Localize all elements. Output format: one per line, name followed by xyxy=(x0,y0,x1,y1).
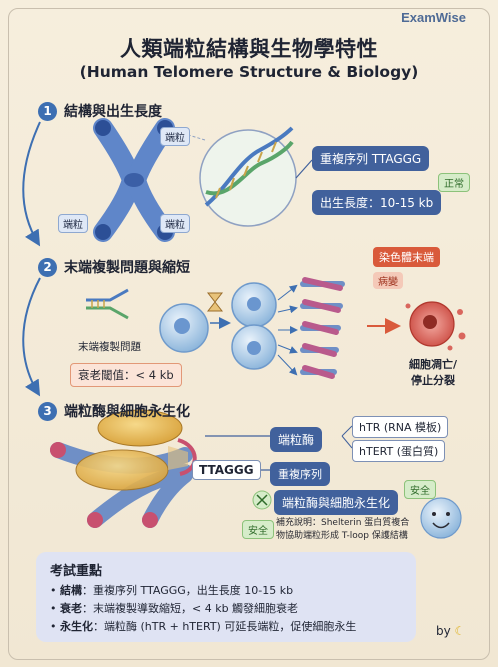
section-1-number: 1 xyxy=(38,101,57,121)
exam-points-box: 考試重點 • 結構：重複序列 TTAGGG，出生長度 10-15 kb • 衰老… xyxy=(36,552,416,642)
flow-arrow-2-3 xyxy=(22,277,41,397)
exam-item-text: ：重複序列 TTAGGG，出生長度 10-15 kb xyxy=(82,584,294,597)
section-3-heading: 3 端粒酶與細胞永生化 xyxy=(38,401,190,421)
section-1-heading: 1 結構與出生長度 xyxy=(38,101,162,121)
page-title: 人類端粒結構與生物學特性 xyxy=(120,37,378,61)
cell-illustration xyxy=(159,303,209,353)
byline: by ☾ xyxy=(436,624,465,638)
lesion-tag: 病變 xyxy=(373,272,403,289)
banana-icon: ☾ xyxy=(454,624,466,638)
safe-tag-bottom: 安全 xyxy=(242,520,274,539)
ttaggg-label: TTAGGG xyxy=(192,460,261,480)
apoptosis-line-2: 停止分裂 xyxy=(411,374,455,387)
dna-badge-icon xyxy=(252,490,272,510)
apoptosis-line-1: 細胞凋亡/ xyxy=(408,358,458,371)
htert-box: hTERT (蛋白質) xyxy=(352,440,446,462)
section-2-heading: 2 末端複製問題與縮短 xyxy=(38,257,190,277)
dividing-cell-illustration xyxy=(231,282,277,370)
exam-item-key: 衰老 xyxy=(60,602,82,615)
page-frame xyxy=(8,8,490,660)
birth-length-pill: 出生長度：10-15 kb xyxy=(312,190,442,215)
flow-arrow-1-2 xyxy=(22,121,41,247)
normal-tag: 正常 xyxy=(438,173,470,192)
repeat-short-pill: 重複序列 xyxy=(270,462,330,486)
immortalization-pill: 端粒酶與細胞永生化 xyxy=(274,490,399,515)
shortening-chromosomes-illustration xyxy=(277,277,345,379)
hourglass-icon xyxy=(206,292,224,312)
exam-heading: 考試重點 xyxy=(50,564,103,579)
exam-item-text: ：末端複製導致縮短，< 4 kb 觸發細胞衰老 xyxy=(82,602,299,615)
section-3-title: 端粒酶與細胞永生化 xyxy=(64,404,190,420)
telomere-label-top-right: 端粒 xyxy=(160,127,190,146)
exam-item-key: 結構 xyxy=(60,584,82,597)
exam-item-aging: • 衰老：末端複製導致縮短，< 4 kb 觸發細胞衰老 xyxy=(50,602,299,615)
section-2-title: 末端複製問題與縮短 xyxy=(64,260,190,276)
section-1-title: 結構與出生長度 xyxy=(64,104,162,120)
exam-item-key: 永生化 xyxy=(60,620,93,633)
end-replication-label: 末端複製問題 xyxy=(78,341,141,353)
telomere-label-bottom-left: 端粒 xyxy=(58,214,88,233)
telomerase-illustration xyxy=(50,409,197,528)
exam-item-structure: • 結構：重複序列 TTAGGG，出生長度 10-15 kb xyxy=(50,584,294,597)
safe-tag-top: 安全 xyxy=(404,480,436,499)
note-line-1: 補充說明：Shelterin 蛋白質複合 xyxy=(276,518,410,528)
apoptosis-label: 細胞凋亡/ 停止分裂 xyxy=(400,356,466,388)
senescence-threshold-box: 衰老閾值：< 4 kb xyxy=(70,363,182,387)
exam-item-text: ：端粒酶 (hTR + hTERT) 可延長端粒，促使細胞永生 xyxy=(93,620,357,633)
section-3-number: 3 xyxy=(38,401,57,421)
shelterin-note: 補充說明：Shelterin 蛋白質複合 物協助端粒形成 T-loop 保護結構 xyxy=(276,517,409,543)
exam-item-immortal: • 永生化：端粒酶 (hTR + hTERT) 可延長端粒，促使細胞永生 xyxy=(50,620,357,633)
byline-text: by xyxy=(436,624,451,638)
apoptotic-cell-illustration xyxy=(405,301,466,351)
brand-logo: ExamWise xyxy=(397,10,470,25)
chromosome-x-illustration xyxy=(93,118,175,242)
repeat-sequence-pill: 重複序列 TTAGGG xyxy=(312,146,430,171)
page-subtitle: (Human Telomere Structure & Biology) xyxy=(79,63,419,81)
note-line-2: 物協助端粒形成 T-loop 保護結構 xyxy=(276,531,408,541)
telomerase-pill: 端粒酶 xyxy=(270,427,323,452)
smiley-cell-icon xyxy=(420,497,462,539)
htr-box: hTR (RNA 模板) xyxy=(352,416,449,438)
section-2-number: 2 xyxy=(38,257,57,277)
dna-helix-illustration xyxy=(199,126,297,227)
telomere-label-bottom-right: 端粒 xyxy=(160,214,190,233)
replication-fork-icon xyxy=(86,288,129,320)
chromosome-end-tag: 染色體末端 xyxy=(373,247,440,267)
